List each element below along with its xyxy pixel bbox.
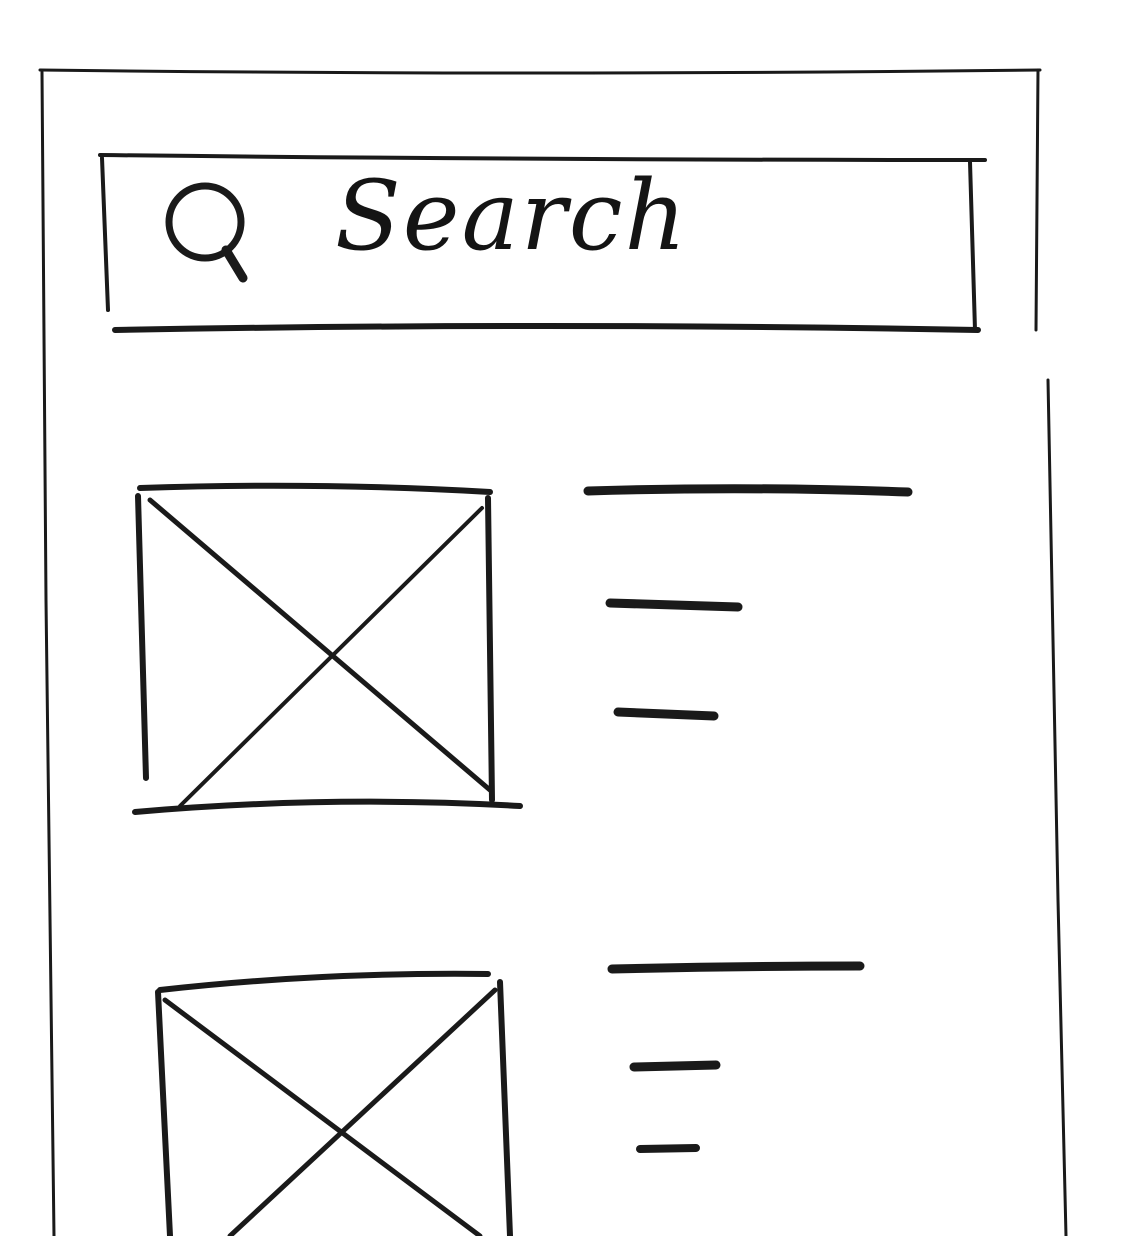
search-icon bbox=[165, 182, 248, 283]
device-frame bbox=[38, 68, 1068, 1236]
result-thumbnail-2[interactable] bbox=[155, 970, 513, 1236]
result-text-2 bbox=[607, 961, 865, 1153]
search-bar[interactable] bbox=[98, 153, 987, 333]
result-text-1 bbox=[583, 484, 913, 721]
search-placeholder: Search bbox=[335, 160, 689, 272]
result-thumbnail-1[interactable] bbox=[132, 482, 523, 815]
